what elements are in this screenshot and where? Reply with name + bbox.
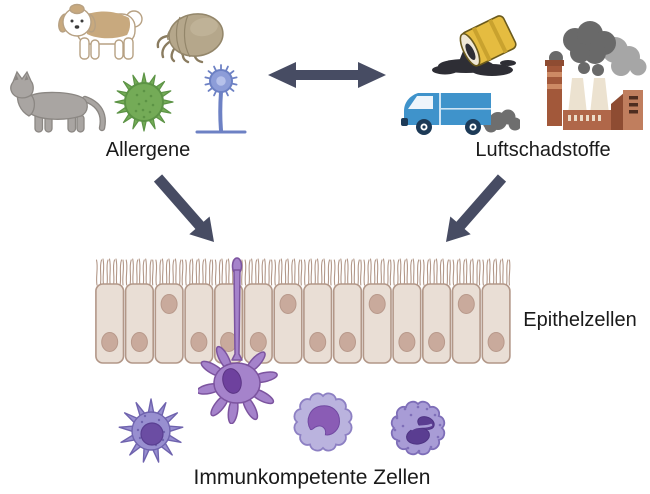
exhaust-smoke (483, 109, 520, 133)
dendritic-cell-icon (198, 257, 279, 424)
allergens-label: Allergene (105, 139, 191, 161)
mold-fungus-icon (195, 64, 247, 134)
factory-icon (545, 21, 647, 130)
cat-icon (10, 70, 106, 133)
double-arrow-icon (268, 62, 386, 88)
epithelium-illustration (95, 258, 511, 364)
down-arrow-left-icon (153, 174, 214, 242)
light-smoke (602, 37, 647, 76)
delivery-van-icon (401, 93, 520, 135)
macrophage-icon (118, 398, 184, 464)
immune-cells-label: Immunkompetente Zellen (193, 466, 431, 489)
dark-smoke (547, 21, 616, 76)
pollen-icon (114, 72, 174, 132)
granulocyte-icon (390, 400, 446, 456)
monocyte-icon (293, 392, 353, 452)
down-arrow-right-icon (446, 174, 507, 242)
epithelium-label: Epithelzellen (523, 309, 637, 331)
oil-barrel-icon (432, 15, 517, 76)
dust-mite-icon (156, 13, 224, 64)
pollutants-label: Luftschadstoffe (475, 139, 611, 161)
dog-icon (58, 3, 143, 60)
